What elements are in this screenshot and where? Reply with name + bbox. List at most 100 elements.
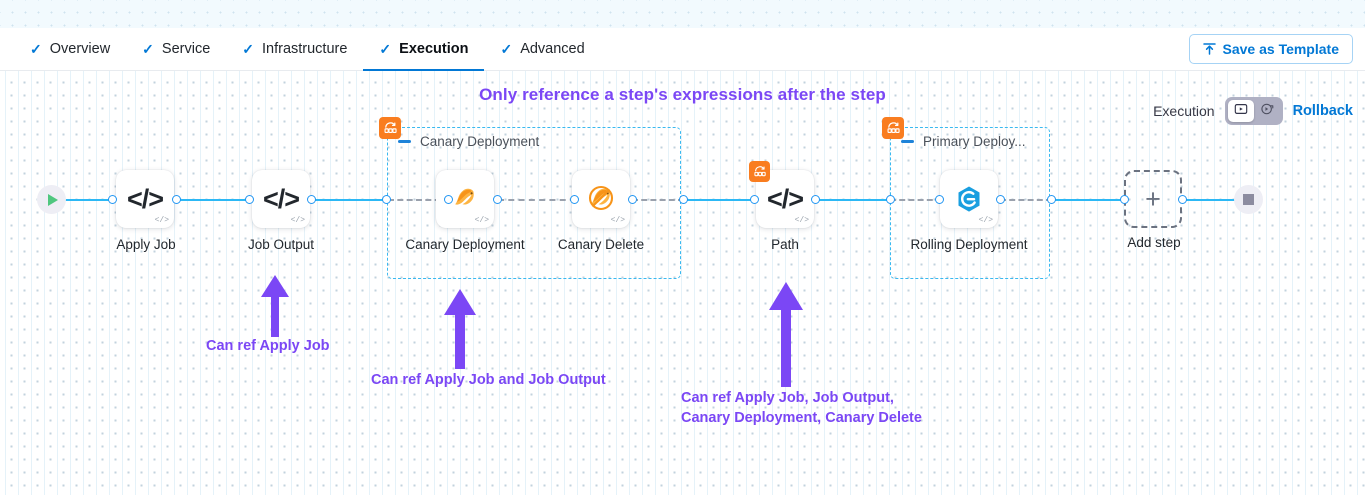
port-job-output-out[interactable] — [307, 195, 316, 204]
code-icon: </> — [126, 183, 164, 214]
port-canary-delete-in[interactable] — [570, 195, 579, 204]
annotation-text-canary-deployment: Can ref Apply Job and Job Output — [371, 372, 606, 388]
collapse-icon[interactable] — [398, 140, 411, 143]
port-apply-job-in[interactable] — [108, 195, 117, 204]
step-group-header[interactable]: Primary Deploy... — [901, 134, 1026, 149]
port-canary-deployment-out[interactable] — [493, 195, 502, 204]
play-icon — [48, 193, 58, 206]
link-group-in-to-rolling-deployment — [890, 199, 942, 201]
pipeline-canvas[interactable]: Only reference a step's expressions afte… — [0, 71, 1365, 495]
port-canary-group-in[interactable] — [382, 195, 391, 204]
save-as-template-button[interactable]: Save as Template — [1188, 34, 1353, 64]
link-group-in-to-canary-deployment — [388, 199, 450, 201]
port-add-step-in[interactable] — [1120, 195, 1129, 204]
check-icon: ✓ — [142, 41, 154, 57]
check-icon: ✓ — [242, 41, 254, 57]
mode-segmented-control[interactable] — [1224, 97, 1283, 125]
step-label-path: Path — [771, 237, 799, 252]
code-mini-icon: </> — [154, 216, 169, 225]
tab-advanced-label: Advanced — [520, 41, 585, 57]
step-label-apply-job: Apply Job — [116, 237, 176, 252]
link-rolling-deployment-to-group-out — [1000, 199, 1052, 201]
port-canary-group-out[interactable] — [679, 195, 688, 204]
stage-tabs: ✓ Overview ✓ Service ✓ Infrastructure ✓ … — [0, 28, 601, 72]
tab-overview[interactable]: ✓ Overview — [14, 28, 126, 71]
pipeline-start-node[interactable] — [37, 185, 66, 214]
link-apply-job-to-job-output — [178, 199, 254, 201]
annotation-arrow-apply-job — [258, 275, 292, 342]
step-group-label: Primary Deploy... — [923, 134, 1026, 149]
tab-infrastructure[interactable]: ✓ Infrastructure — [226, 28, 363, 71]
tab-advanced[interactable]: ✓ Advanced — [484, 28, 600, 71]
step-group-canary-deployment[interactable]: Canary Deployment — [379, 117, 681, 279]
execution-mode-label: Execution — [1153, 103, 1215, 119]
port-primary-group-in[interactable] — [886, 195, 895, 204]
check-icon: ✓ — [500, 41, 513, 57]
step-group-icon — [749, 161, 770, 182]
step-node-rolling-deployment[interactable]: </> — [940, 170, 998, 228]
link-primary-group-to-add-step — [1050, 199, 1126, 201]
code-mini-icon: </> — [978, 216, 993, 225]
step-group-header[interactable]: Canary Deployment — [398, 134, 539, 149]
tab-service[interactable]: ✓ Service — [126, 28, 226, 71]
execution-run-icon — [1234, 102, 1248, 121]
step-group-icon — [379, 117, 401, 139]
step-label-canary-delete: Canary Delete — [557, 237, 645, 252]
step-group-icon — [882, 117, 904, 139]
check-icon: ✓ — [379, 41, 392, 57]
port-rolling-deployment-out[interactable] — [996, 195, 1005, 204]
canary-delete-icon — [572, 170, 630, 228]
step-label-canary-deployment: Canary Deployment — [405, 237, 525, 252]
tab-infrastructure-label: Infrastructure — [262, 41, 348, 57]
canary-bird-icon — [436, 170, 494, 228]
rollback-mode-button[interactable] — [1254, 100, 1280, 122]
canvas-top-strip — [0, 0, 1365, 28]
tab-execution[interactable]: ✓ Execution — [363, 28, 485, 72]
upload-template-icon — [1202, 42, 1216, 56]
step-label-job-output: Job Output — [247, 237, 315, 252]
step-node-job-output[interactable]: </> </> — [252, 170, 310, 228]
annotation-arrow-path — [766, 282, 806, 392]
port-apply-job-out[interactable] — [172, 195, 181, 204]
rollback-run-icon — [1260, 102, 1274, 121]
code-icon: </> — [262, 183, 300, 214]
collapse-icon[interactable] — [901, 140, 914, 143]
page-title: Only reference a step's expressions afte… — [479, 85, 886, 104]
code-mini-icon: </> — [794, 216, 809, 225]
port-path-out[interactable] — [811, 195, 820, 204]
add-step-button[interactable]: + — [1124, 170, 1182, 228]
link-start-to-apply-job — [62, 199, 120, 201]
annotation-text-path: Can ref Apply Job, Job Output, Canary De… — [681, 390, 922, 426]
code-mini-icon: </> — [474, 216, 489, 225]
link-canary-delete-to-group-out — [632, 199, 684, 201]
port-add-step-out[interactable] — [1178, 195, 1187, 204]
code-icon: </> — [766, 183, 804, 214]
check-icon: ✓ — [30, 41, 42, 57]
save-as-template-label: Save as Template — [1222, 41, 1339, 57]
rolling-deployment-icon — [940, 170, 998, 228]
annotation-text-apply-job: Can ref Apply Job — [206, 338, 330, 354]
pipeline-end-node[interactable] — [1234, 185, 1263, 214]
port-canary-deployment-in[interactable] — [444, 195, 453, 204]
execution-mode-button[interactable] — [1227, 100, 1254, 122]
step-node-canary-delete[interactable]: </> — [572, 170, 630, 228]
code-mini-icon: </> — [610, 216, 625, 225]
step-node-path[interactable]: </> </> — [749, 161, 814, 228]
step-label-rolling-deployment: Rolling Deployment — [910, 237, 1028, 252]
port-rolling-deployment-in[interactable] — [935, 195, 944, 204]
rollback-button[interactable]: Rollback — [1292, 103, 1353, 119]
port-path-in[interactable] — [750, 195, 759, 204]
step-node-apply-job[interactable]: </> </> — [116, 170, 174, 228]
link-job-output-to-canary-group — [312, 199, 390, 201]
port-primary-group-out[interactable] — [1047, 195, 1056, 204]
tab-overview-label: Overview — [49, 41, 111, 57]
link-canary-deployment-to-canary-delete — [498, 199, 576, 201]
step-group-label: Canary Deployment — [420, 134, 540, 149]
link-path-to-primary-group — [815, 199, 893, 201]
tab-service-label: Service — [161, 41, 211, 57]
port-canary-delete-out[interactable] — [628, 195, 637, 204]
annotation-arrow-canary-deployment — [441, 289, 479, 374]
port-job-output-in[interactable] — [245, 195, 254, 204]
stop-icon — [1243, 194, 1254, 205]
stage-tab-bar: ✓ Overview ✓ Service ✓ Infrastructure ✓ … — [0, 28, 1365, 72]
